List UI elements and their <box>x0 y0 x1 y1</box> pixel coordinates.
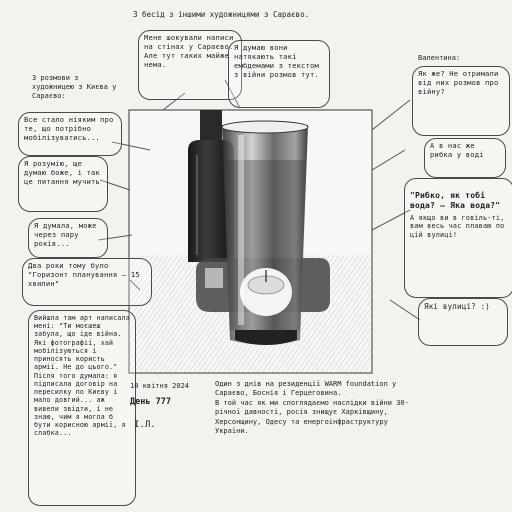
speech-bubble-left-3: Я думала, може через пару років... <box>28 218 108 258</box>
speech-bubble-right-2: А в нас же рибка у воді <box>424 138 506 178</box>
speech-bubble-left-5: Вийшла там арт написала мені: "Ти моєшеш… <box>28 310 136 506</box>
speech-bubble-left-4: Два роки тому було "Горизонт планування … <box>22 258 152 306</box>
right-speaker-name: Валентина: <box>418 54 461 62</box>
speech-bubble-top-right: Я думаю вони натякають такі ембдемами з … <box>228 40 330 108</box>
glass-drawing <box>221 120 309 345</box>
speech-bubble-left-2: Я розумію, ще думаю боже, і так це питан… <box>18 156 108 212</box>
speech-bubble-right-1: Як же? Не отримали від них розмов про ві… <box>412 66 510 136</box>
caption-text: Один з днів на резиденції WARM foundatio… <box>215 380 409 436</box>
speech-bubble-right-4: Які вулиці? :) <box>418 298 508 346</box>
bottle-drawing <box>188 110 234 262</box>
fish-quote: "Рибко, як тобі вода? — Яка вода?" <box>410 190 501 210</box>
caption-date: 10 квітня 2024 <box>130 382 190 390</box>
caption-day: День 777 <box>130 397 171 407</box>
caption-initials: І.Л. <box>134 420 156 430</box>
left-intro-note: З розмови з художницею з Києва у Сараєво… <box>32 74 117 100</box>
speech-bubble-left-1: Все стало ніяким про те, що потрібно моб… <box>18 112 122 156</box>
speech-bubble-top-left: Мене шокували написи на стінах у Сараєво… <box>138 30 242 100</box>
fish-quote-continuation: А якщо ви в говіль-ті, вам весь час плав… <box>410 213 505 239</box>
speech-bubble-right-3: "Рибко, як тобі вода? — Яка вода?" А якщ… <box>404 178 512 298</box>
page-title: З бесід з іншими художницями з Сараєво. <box>133 10 310 19</box>
